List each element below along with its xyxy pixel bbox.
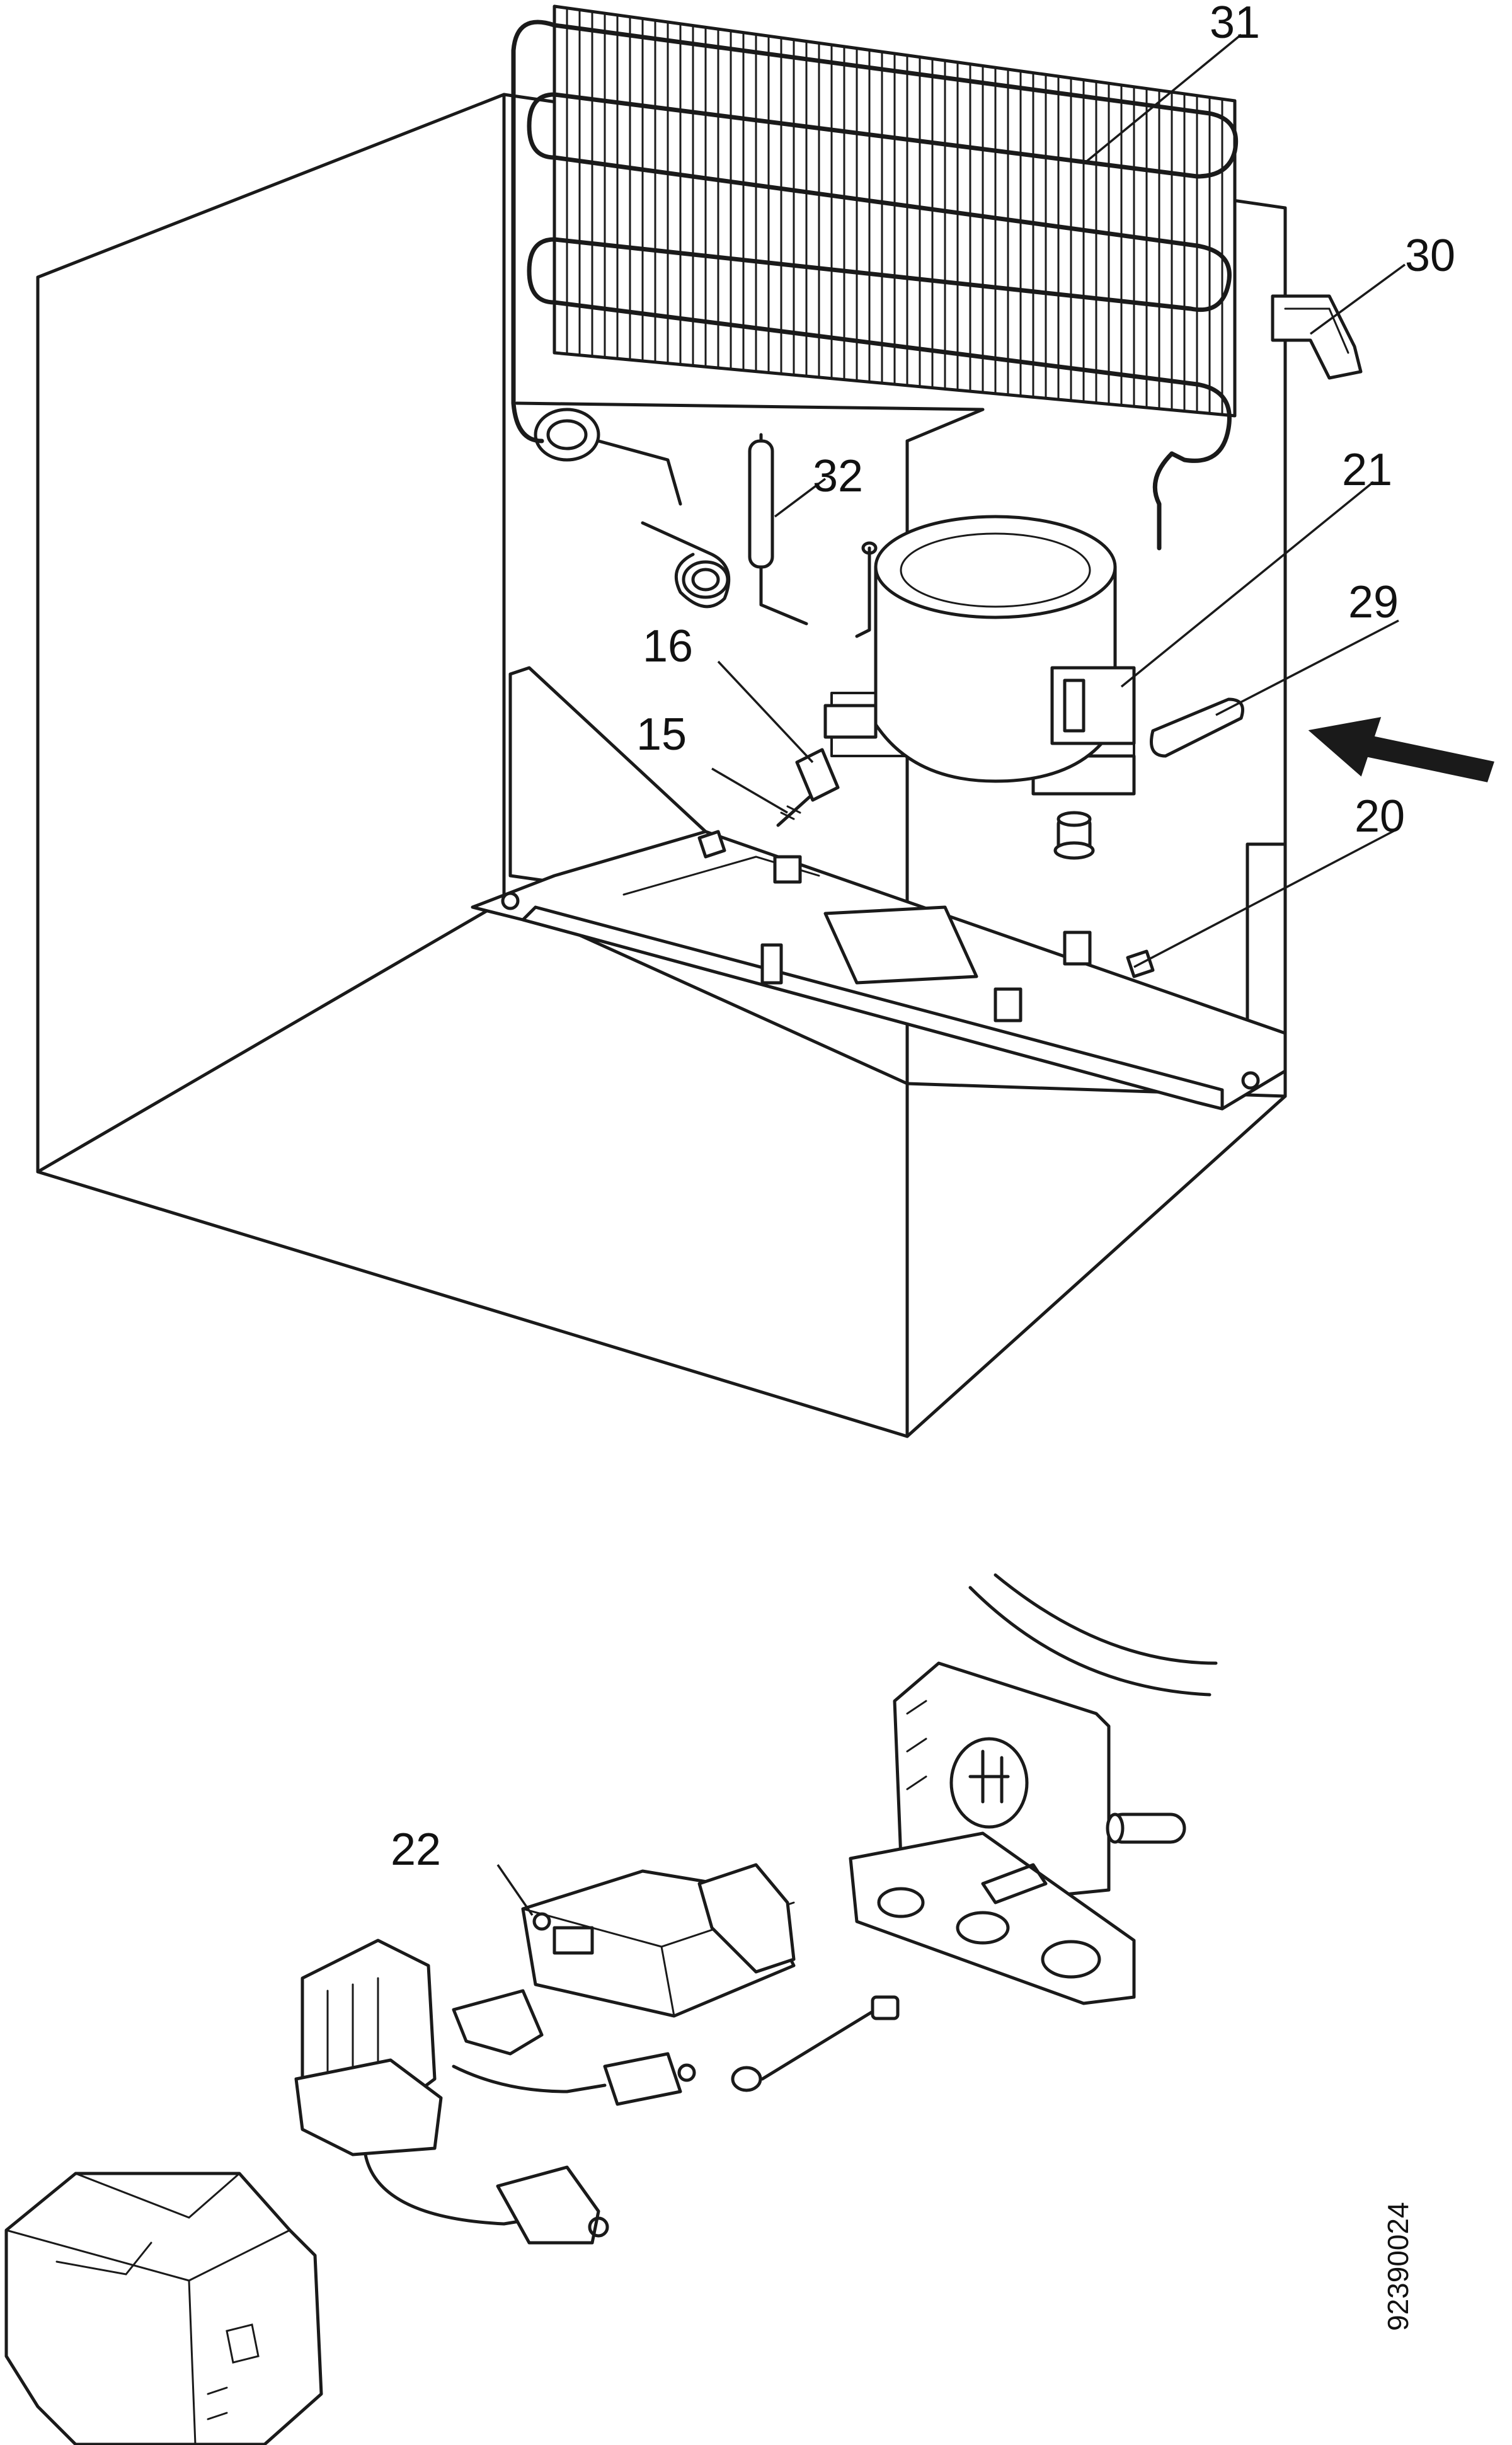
compressor-terminal-side xyxy=(849,1573,1218,2005)
bolt-and-nut xyxy=(776,748,840,827)
grommet xyxy=(1053,811,1095,860)
callout-30: 30 xyxy=(1405,231,1455,281)
overload-lead xyxy=(731,1995,900,2092)
compressor xyxy=(823,515,1136,796)
callout-21: 21 xyxy=(1342,445,1392,495)
callout-29: 29 xyxy=(1348,577,1399,627)
condenser xyxy=(511,4,1239,551)
callout-16: 16 xyxy=(643,621,693,672)
terminal-cover xyxy=(4,2172,323,2445)
callout-31: 31 xyxy=(1210,0,1260,48)
starter-relay xyxy=(521,1863,796,2018)
bracket-30 xyxy=(1271,294,1363,380)
relay-holder xyxy=(294,1938,696,2245)
callout-15: 15 xyxy=(636,709,687,760)
callout-32: 32 xyxy=(813,451,863,501)
callout-20: 20 xyxy=(1354,791,1405,842)
filter-drier xyxy=(641,433,808,626)
document-number: 92390024 xyxy=(1382,2202,1414,2331)
direction-arrow xyxy=(1308,717,1494,782)
leader-lines xyxy=(496,33,1406,1916)
base-frame xyxy=(471,666,1287,1111)
callout-22: 22 xyxy=(391,1824,441,1875)
